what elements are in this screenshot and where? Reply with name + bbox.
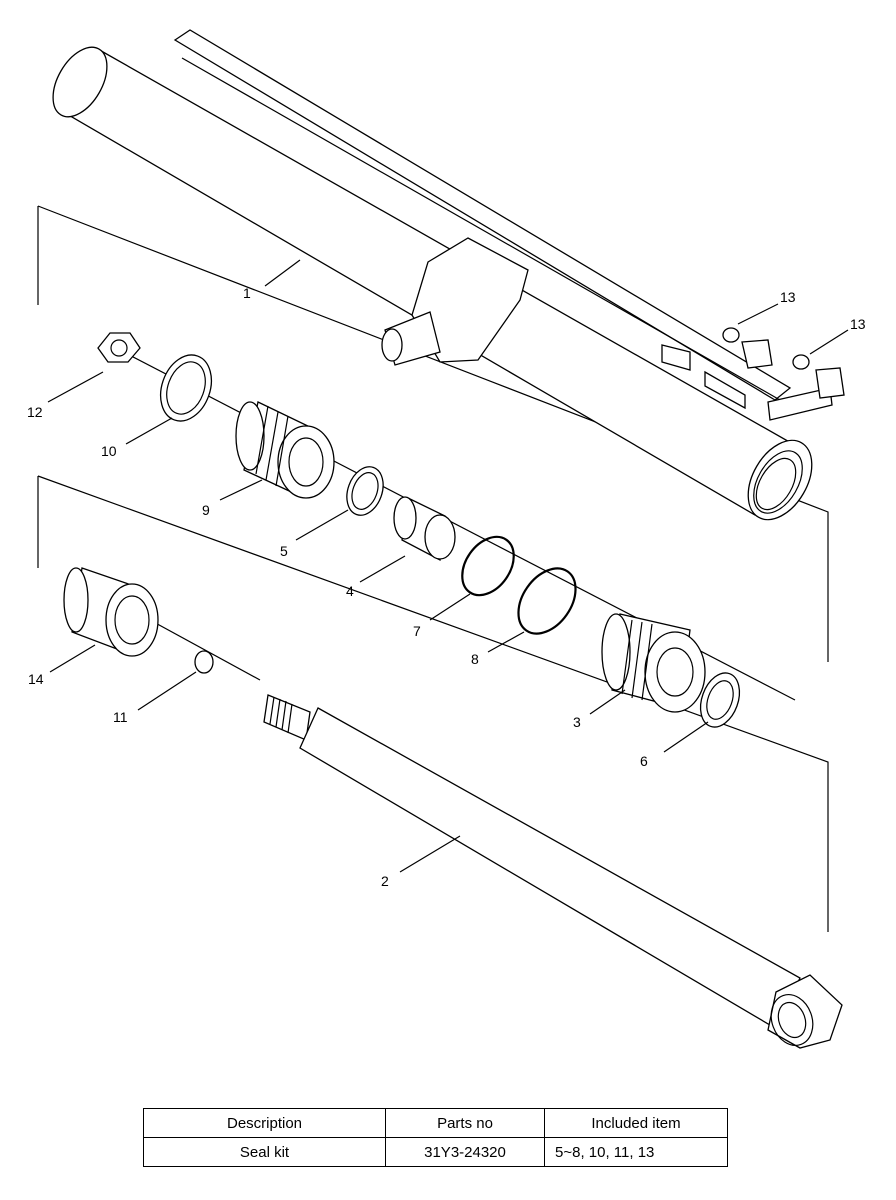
callout-labels: 1 2 3 4 5 6 7 8 9 10 11 12 13 13 14 bbox=[27, 285, 866, 889]
part-10-ring bbox=[159, 354, 213, 422]
part-7-o-ring bbox=[461, 535, 515, 597]
callout-1: 1 bbox=[243, 285, 251, 301]
part-2-rod bbox=[263, 694, 843, 1049]
lower-frame bbox=[37, 475, 829, 932]
part-12-nut bbox=[97, 332, 141, 363]
seal-kit-table: Description Parts no Included item Seal … bbox=[143, 1108, 728, 1167]
part-11-o-ring bbox=[194, 650, 214, 674]
part-14-bushing bbox=[63, 567, 159, 657]
callout-7: 7 bbox=[413, 623, 421, 639]
callout-6: 6 bbox=[640, 753, 648, 769]
part-5-ring bbox=[346, 466, 384, 516]
cell-description: Seal kit bbox=[143, 1137, 386, 1167]
callout-8: 8 bbox=[471, 651, 479, 667]
callout-13-right: 13 bbox=[850, 316, 866, 332]
header-parts-no: Parts no bbox=[385, 1108, 545, 1138]
exploded-parts-diagram: 1 2 3 4 5 6 7 8 9 10 11 12 13 13 14 bbox=[27, 29, 866, 1049]
header-description: Description bbox=[143, 1108, 386, 1138]
part-3-gland bbox=[601, 613, 706, 713]
callout-9: 9 bbox=[202, 502, 210, 518]
callout-10: 10 bbox=[101, 443, 117, 459]
upper-frame bbox=[37, 205, 829, 662]
lower-center-line bbox=[149, 619, 261, 681]
table-row: Seal kit 31Y3-24320 5~8, 10, 11, 13 bbox=[143, 1137, 728, 1167]
callout-13-left: 13 bbox=[780, 289, 796, 305]
cell-included-item: 5~8, 10, 11, 13 bbox=[544, 1137, 728, 1167]
callout-14: 14 bbox=[28, 671, 44, 687]
callout-11: 11 bbox=[113, 709, 128, 725]
part-8-o-ring bbox=[517, 567, 577, 635]
part-6-ring bbox=[699, 672, 741, 728]
callout-3: 3 bbox=[573, 714, 581, 730]
callout-5: 5 bbox=[280, 543, 288, 559]
table-header-row: Description Parts no Included item bbox=[143, 1108, 728, 1138]
callout-2: 2 bbox=[381, 873, 389, 889]
part-4-bushing bbox=[393, 496, 456, 562]
part-9-piston bbox=[235, 401, 335, 499]
callout-12: 12 bbox=[27, 404, 43, 420]
leader-lines bbox=[47, 259, 849, 873]
cell-parts-no: 31Y3-24320 bbox=[385, 1137, 545, 1167]
hose-fittings bbox=[722, 327, 845, 399]
header-included-item: Included item bbox=[544, 1108, 728, 1138]
callout-4: 4 bbox=[346, 583, 354, 599]
part-1-tube-assembly bbox=[52, 29, 833, 521]
